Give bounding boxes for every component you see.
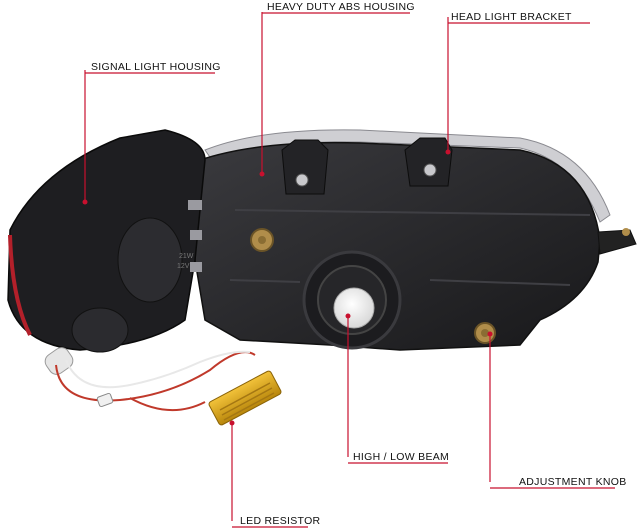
dot-adjustment-knob bbox=[487, 331, 493, 337]
signal-socket bbox=[117, 217, 183, 303]
callout-head-light-bracket: HEAD LIGHT BRACKET bbox=[451, 11, 572, 23]
side-clip bbox=[190, 262, 202, 272]
signal-bulb-socket bbox=[71, 307, 129, 353]
signal-bulb bbox=[44, 347, 74, 375]
bracket-bolt-left bbox=[295, 173, 309, 187]
top-bracket-left bbox=[281, 139, 329, 195]
dot-heavy-duty-abs-housing bbox=[259, 171, 265, 177]
callout-high-low-beam: HIGH / LOW BEAM bbox=[353, 451, 450, 463]
led-resistor-fins bbox=[219, 382, 275, 421]
adjustment-knob-center bbox=[481, 329, 489, 337]
adjuster-screw-top-center bbox=[258, 236, 266, 244]
dot-signal-light-housing bbox=[82, 199, 88, 205]
side-clip bbox=[190, 230, 202, 240]
dot-head-light-bracket bbox=[445, 149, 451, 155]
mount-stud bbox=[622, 228, 630, 236]
callout-led-resistor: LED RESISTOR bbox=[240, 515, 321, 527]
right-mount-tab bbox=[597, 229, 637, 255]
side-clip bbox=[188, 200, 202, 210]
bulb-voltage-text: 12V bbox=[177, 263, 190, 270]
led-resistor bbox=[208, 370, 282, 426]
callout-adjustment-knob: ADJUSTMENT KNOB bbox=[519, 476, 627, 488]
top-bracket-right bbox=[404, 137, 453, 187]
housing-rib bbox=[229, 279, 301, 283]
callout-dots bbox=[82, 149, 493, 426]
signal-lens-red-edge bbox=[8, 234, 32, 336]
dot-high-low-beam bbox=[345, 313, 351, 319]
dot-led-resistor bbox=[229, 420, 235, 426]
wire-red bbox=[55, 351, 256, 402]
bulb-rating-text: 21W bbox=[179, 253, 194, 260]
bracket-bolt-right bbox=[423, 163, 437, 177]
bulb-rating-marking: 21W 12V bbox=[177, 253, 194, 270]
high-low-beam-bulb bbox=[333, 287, 375, 329]
wire-red-to-resistor bbox=[129, 397, 206, 411]
callout-lines bbox=[84, 12, 491, 521]
callout-heavy-duty-abs-housing: HEAVY DUTY ABS HOUSING bbox=[267, 1, 415, 13]
housing-rib bbox=[234, 209, 591, 216]
housing-rib bbox=[429, 279, 571, 286]
callout-signal-light-housing: SIGNAL LIGHT HOUSING bbox=[91, 61, 221, 73]
wire-connector bbox=[96, 392, 114, 408]
wire-white bbox=[65, 350, 251, 389]
